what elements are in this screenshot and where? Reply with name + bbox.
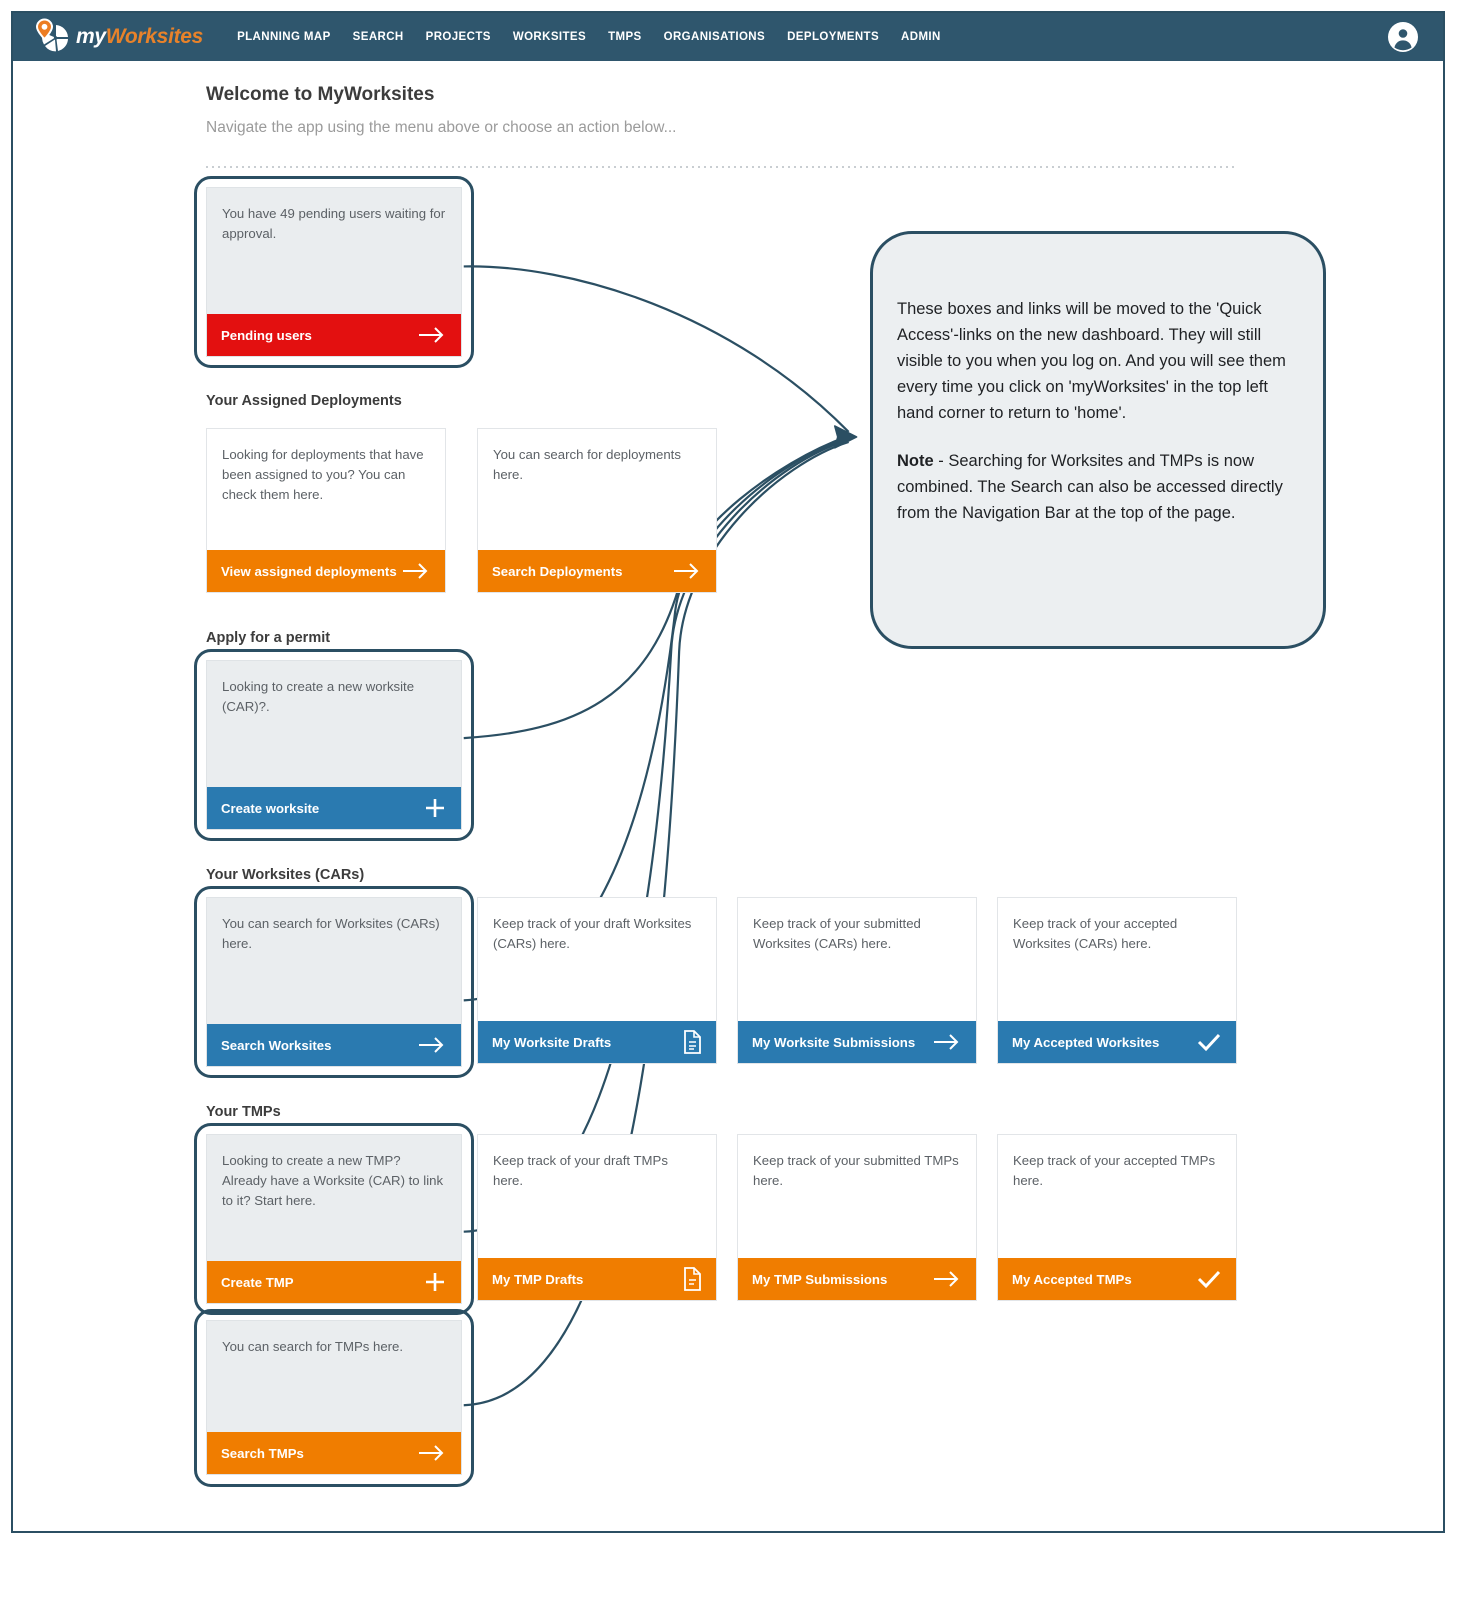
worksite-drafts-label: My Worksite Drafts: [492, 1034, 612, 1050]
nav-item-projects[interactable]: PROJECTS: [425, 31, 491, 43]
card-search-worksites[interactable]: You can search for Worksites (CARs) here…: [206, 897, 462, 1067]
pending-users-label: Pending users: [221, 327, 312, 343]
tmp-submissions-button[interactable]: My TMP Submissions: [738, 1258, 976, 1300]
card-pending-users-body: You have 49 pending users waiting for ap…: [222, 206, 446, 241]
card-tmp-drafts-body: Keep track of your draft TMPs here.: [493, 1153, 668, 1188]
card-worksite-drafts-body: Keep track of your draft Worksites (CARs…: [493, 916, 692, 951]
app-frame: myWorksites PLANNING MAP SEARCH PROJECTS…: [11, 11, 1445, 1533]
user-avatar-icon[interactable]: [1388, 22, 1418, 52]
card-worksite-submissions-body: Keep track of your submitted Worksites (…: [753, 916, 921, 951]
logo-wordmark: myWorksites: [76, 25, 203, 49]
card-search-deployments-body: You can search for deployments here.: [493, 447, 681, 482]
arrow-right-icon: [932, 1033, 962, 1051]
search-worksites-label: Search Worksites: [221, 1037, 332, 1053]
arrow-right-icon: [672, 562, 702, 580]
document-icon: [682, 1030, 702, 1054]
card-view-assigned-deployments[interactable]: Looking for deployments that have been a…: [206, 428, 446, 593]
document-icon: [682, 1267, 702, 1291]
accepted-worksites-button[interactable]: My Accepted Worksites: [998, 1021, 1236, 1063]
search-tmps-button[interactable]: Search TMPs: [207, 1432, 461, 1474]
view-assigned-deployments-button[interactable]: View assigned deployments: [207, 550, 445, 592]
card-tmp-submissions-body: Keep track of your submitted TMPs here.: [753, 1153, 959, 1188]
arrow-right-icon: [417, 326, 447, 344]
annotation-callout: These boxes and links will be moved to t…: [870, 231, 1326, 649]
card-search-tmps[interactable]: You can search for TMPs here. Search TMP…: [206, 1320, 462, 1475]
callout-note-rest: - Searching for Worksites and TMPs is no…: [897, 452, 1283, 523]
plus-icon: [423, 1270, 447, 1294]
tmp-drafts-button[interactable]: My TMP Drafts: [478, 1258, 716, 1300]
card-create-tmp-body: Looking to create a new TMP? Already hav…: [222, 1153, 444, 1208]
accepted-worksites-label: My Accepted Worksites: [1012, 1034, 1160, 1050]
create-worksite-button[interactable]: Create worksite: [207, 787, 461, 829]
arrow-right-icon: [417, 1036, 447, 1054]
arrowhead-icon: [833, 425, 858, 449]
search-deployments-label: Search Deployments: [492, 563, 623, 579]
card-view-assigned-deployments-body: Looking for deployments that have been a…: [222, 447, 424, 502]
worksite-submissions-label: My Worksite Submissions: [752, 1034, 916, 1050]
accepted-tmps-label: My Accepted TMPs: [1012, 1271, 1132, 1287]
nav-item-deployments[interactable]: DEPLOYMENTS: [787, 31, 880, 43]
plus-icon: [423, 796, 447, 820]
nav-item-planning-map[interactable]: PLANNING MAP: [237, 31, 331, 43]
create-tmp-button[interactable]: Create TMP: [207, 1261, 461, 1303]
worksite-drafts-button[interactable]: My Worksite Drafts: [478, 1021, 716, 1063]
tmp-submissions-label: My TMP Submissions: [752, 1271, 888, 1287]
card-create-worksite[interactable]: Looking to create a new worksite (CAR)?.…: [206, 660, 462, 830]
search-tmps-label: Search TMPs: [221, 1445, 304, 1461]
accepted-tmps-button[interactable]: My Accepted TMPs: [998, 1258, 1236, 1300]
section-heading-deployments: Your Assigned Deployments: [206, 393, 402, 409]
card-pending-users[interactable]: You have 49 pending users waiting for ap…: [206, 187, 462, 357]
nav-item-search[interactable]: SEARCH: [352, 31, 404, 43]
section-heading-tmps: Your TMPs: [206, 1104, 281, 1120]
app-logo[interactable]: myWorksites: [32, 17, 203, 57]
card-search-tmps-body: You can search for TMPs here.: [222, 1339, 404, 1354]
page-subtitle: Navigate the app using the menu above or…: [206, 119, 677, 136]
card-tmp-submissions[interactable]: Keep track of your submitted TMPs here. …: [737, 1134, 977, 1301]
nav-item-worksites[interactable]: WORKSITES: [512, 31, 587, 43]
card-accepted-tmps-body: Keep track of your accepted TMPs here.: [1013, 1153, 1216, 1188]
arrow-right-icon: [417, 1444, 447, 1462]
create-tmp-label: Create TMP: [221, 1274, 294, 1290]
search-deployments-button[interactable]: Search Deployments: [478, 550, 716, 592]
card-create-worksite-body: Looking to create a new worksite (CAR)?.: [222, 679, 415, 714]
callout-paragraph-2: Note - Searching for Worksites and TMPs …: [897, 448, 1289, 526]
card-tmp-drafts[interactable]: Keep track of your draft TMPs here. My T…: [477, 1134, 717, 1301]
check-icon: [1196, 1268, 1222, 1290]
section-heading-permit: Apply for a permit: [206, 630, 331, 646]
check-icon: [1196, 1031, 1222, 1053]
search-worksites-button[interactable]: Search Worksites: [207, 1024, 461, 1066]
nav-item-admin[interactable]: ADMIN: [901, 31, 941, 43]
card-worksite-drafts[interactable]: Keep track of your draft Worksites (CARs…: [477, 897, 717, 1064]
worksite-submissions-button[interactable]: My Worksite Submissions: [738, 1021, 976, 1063]
page-title: Welcome to MyWorksites: [206, 84, 435, 105]
callout-paragraph-1: These boxes and links will be moved to t…: [897, 300, 1286, 423]
tmp-drafts-label: My TMP Drafts: [492, 1271, 584, 1287]
annotation-callout-text: These boxes and links will be moved to t…: [873, 234, 1323, 527]
create-worksite-label: Create worksite: [221, 800, 320, 816]
card-search-worksites-body: You can search for Worksites (CARs) here…: [222, 916, 440, 951]
top-navigation-bar: myWorksites PLANNING MAP SEARCH PROJECTS…: [13, 13, 1443, 61]
card-create-tmp[interactable]: Looking to create a new TMP? Already hav…: [206, 1134, 462, 1304]
callout-note-label: Note: [897, 452, 934, 471]
nav-item-organisations[interactable]: ORGANISATIONS: [663, 31, 766, 43]
card-accepted-worksites-body: Keep track of your accepted Worksites (C…: [1013, 916, 1178, 951]
logo-my: my: [76, 25, 106, 48]
nav-item-tmps[interactable]: TMPS: [608, 31, 642, 43]
arrow-right-icon: [932, 1270, 962, 1288]
card-worksite-submissions[interactable]: Keep track of your submitted Worksites (…: [737, 897, 977, 1064]
view-assigned-deployments-label: View assigned deployments: [221, 563, 397, 579]
card-accepted-worksites[interactable]: Keep track of your accepted Worksites (C…: [997, 897, 1237, 1064]
map-pin-compass-icon: [35, 18, 68, 52]
card-accepted-tmps[interactable]: Keep track of your accepted TMPs here. M…: [997, 1134, 1237, 1301]
card-search-deployments[interactable]: You can search for deployments here. Sea…: [477, 428, 717, 593]
header-divider: [206, 166, 1236, 168]
section-heading-worksites: Your Worksites (CARs): [206, 867, 365, 883]
pending-users-button[interactable]: Pending users: [207, 314, 461, 356]
arrow-right-icon: [401, 562, 431, 580]
logo-worksites: Worksites: [105, 25, 204, 48]
